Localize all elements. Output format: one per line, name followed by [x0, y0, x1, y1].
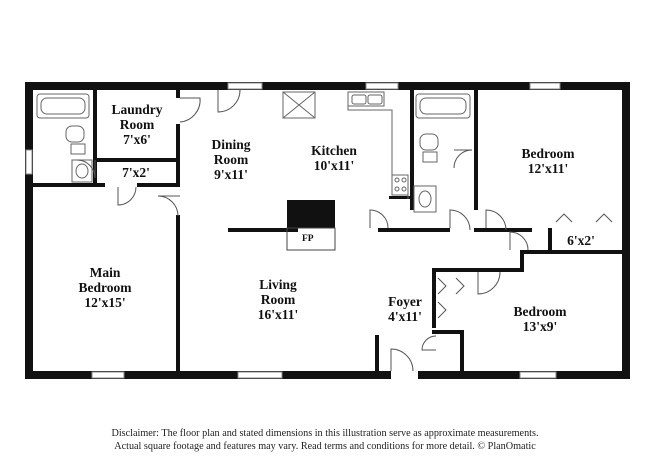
- room-foyer-dims: 4'x11': [388, 309, 422, 324]
- right-bathroom-fixtures: [413, 93, 471, 213]
- room-kitchen-dims: 10'x11': [313, 158, 355, 173]
- room-closet-small-dims: 7'x2': [122, 165, 150, 180]
- room-main-bedroom: Main Bedroom 12'x15': [64, 265, 146, 310]
- room-dining: Dining Room 9'x11': [196, 137, 266, 182]
- room-dining-name-1: Dining: [211, 137, 251, 152]
- door-swings: [76, 89, 613, 372]
- room-laundry: Laundry Room 7'x6': [104, 102, 170, 147]
- fireplace: [286, 227, 336, 251]
- room-dining-name-2: Room: [213, 152, 249, 167]
- room-foyer: Foyer 4'x11': [378, 294, 432, 324]
- room-laundry-name-2: Room: [119, 117, 155, 132]
- interior-walls: [33, 90, 622, 375]
- room-bedroom-top-name: Bedroom: [521, 146, 575, 161]
- disclaimer-line-1: Disclaimer: The floor plan and stated di…: [111, 428, 539, 439]
- windows: [25, 82, 561, 379]
- room-bedroom-top-dims: 12'x11': [527, 161, 569, 176]
- room-living-name-2: Room: [260, 292, 296, 307]
- room-foyer-name: Foyer: [388, 294, 422, 309]
- room-laundry-name-1: Laundry: [111, 102, 163, 117]
- room-closet-small: 7'x2': [108, 165, 164, 180]
- disclaimer: Disclaimer: The floor plan and stated di…: [0, 427, 650, 453]
- room-living: Living Room 16'x11': [240, 277, 316, 322]
- room-main-bedroom-dims: 12'x15': [84, 295, 126, 310]
- room-closet-right-dims: 6'x2': [567, 233, 595, 248]
- room-dining-dims: 9'x11': [214, 167, 248, 182]
- left-bathroom-fixtures: [36, 93, 93, 183]
- fireplace-label: FP: [302, 234, 314, 244]
- room-closet-right: 6'x2': [556, 233, 606, 248]
- room-bedroom-top: Bedroom 12'x11': [508, 146, 588, 176]
- room-bedroom-bottom-name: Bedroom: [513, 304, 567, 319]
- room-kitchen-name: Kitchen: [311, 143, 357, 158]
- room-bedroom-bottom: Bedroom 13'x9': [500, 304, 580, 334]
- room-main-bedroom-name-2: Bedroom: [78, 280, 132, 295]
- room-main-bedroom-name-1: Main: [89, 265, 121, 280]
- room-laundry-dims: 7'x6': [123, 132, 151, 147]
- room-bedroom-bottom-dims: 13'x9': [522, 319, 558, 334]
- room-living-dims: 16'x11': [257, 307, 299, 322]
- disclaimer-line-2: Actual square footage and features may v…: [114, 441, 536, 452]
- room-kitchen: Kitchen 10'x11': [296, 143, 372, 173]
- kitchen-fixtures: [282, 91, 409, 199]
- room-living-name-1: Living: [259, 277, 297, 292]
